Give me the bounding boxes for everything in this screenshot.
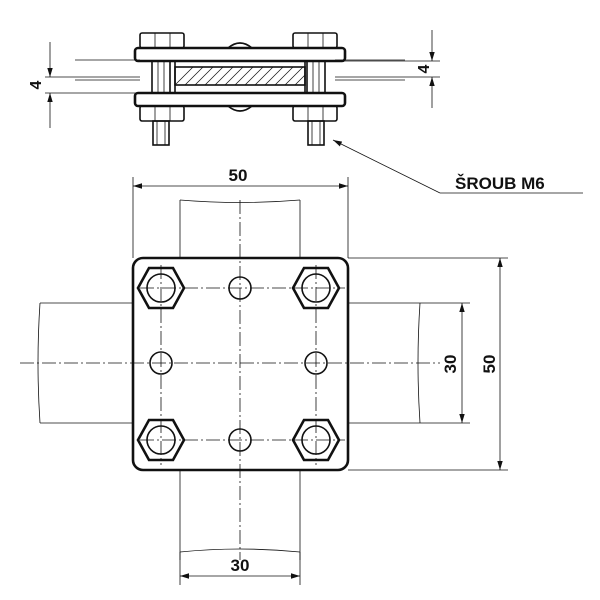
upper-clamp-plate <box>133 46 347 63</box>
hex-nut-top-right <box>291 266 341 310</box>
hole-bottom-center <box>228 428 252 452</box>
center-boss <box>227 42 253 49</box>
plan-clamp-plate <box>131 256 350 472</box>
hex-nut-bottom-left <box>136 418 186 462</box>
dim-plate-height-label: 50 <box>480 355 499 374</box>
plan-view: 50 50 30 30 <box>20 166 508 585</box>
dim-plate-width: 50 <box>132 166 349 258</box>
hole-middle-right <box>304 351 328 375</box>
center-lines <box>20 200 440 560</box>
hex-nut-bottom-right <box>291 418 341 462</box>
hole-top-center <box>228 276 252 300</box>
hole-middle-left <box>149 351 173 375</box>
lower-clamp-plate <box>133 91 347 108</box>
bolt-callout: ŠROUB M6 <box>332 139 583 194</box>
dim-plate-width-label: 50 <box>229 166 248 185</box>
dim-horizontal-strap-label: 30 <box>441 355 460 374</box>
dim-vertical-strap-label: 30 <box>231 556 250 575</box>
dim-vertical-strap: 30 <box>179 552 301 585</box>
strap-section-hatched <box>174 61 306 93</box>
side-view: 4 4 ŠROUB M6 <box>28 30 583 194</box>
hex-nut-top-left <box>136 266 186 310</box>
dim-left-thickness: 4 <box>28 42 53 128</box>
side-view-strap-lines <box>45 59 440 94</box>
bolt-callout-label: ŠROUB M6 <box>455 174 545 193</box>
dim-horizontal-strap: 30 <box>425 302 470 424</box>
right-bolt-assembly <box>292 32 338 146</box>
dim-right-thickness: 4 <box>416 30 435 108</box>
dim-plate-height: 50 <box>348 257 508 471</box>
vertical-strap <box>179 199 301 560</box>
dim-left-thickness-label: 4 <box>28 80 45 89</box>
left-bolt-assembly <box>139 32 185 146</box>
dim-right-thickness-label: 4 <box>416 64 433 73</box>
